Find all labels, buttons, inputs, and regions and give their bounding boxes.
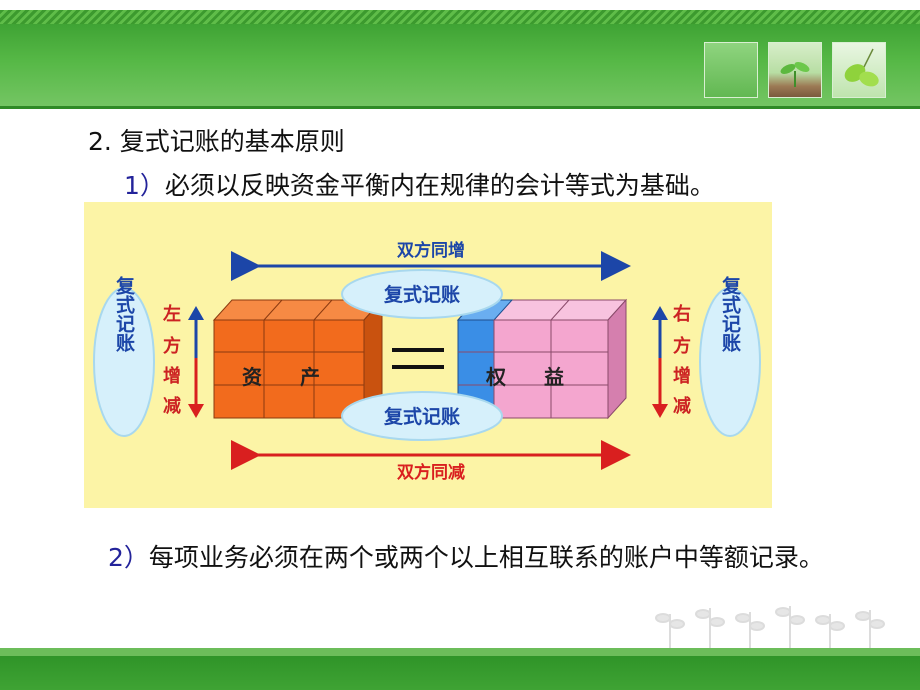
decor-thumbnail-sprout	[768, 42, 822, 98]
right-up-arrowhead	[652, 306, 668, 320]
left-ellipse-label: 复式记账	[113, 275, 136, 353]
bottom-arrow-label: 双方同减	[397, 462, 465, 483]
footer-stripe	[0, 648, 920, 656]
right-side-char-2: 方	[673, 335, 691, 357]
header-band	[0, 24, 920, 106]
top-bubble-label: 复式记账	[383, 283, 460, 306]
sprouts-decoration	[655, 606, 885, 648]
bottom-bubble	[341, 391, 503, 441]
right-down-arrowhead	[652, 404, 668, 418]
point-2: 2）每项业务必须在两个或两个以上相互联系的账户中等额记录。	[108, 540, 848, 576]
header-top-margin	[0, 0, 920, 10]
sprout-icon	[780, 62, 810, 87]
equals-bar-bottom	[392, 365, 444, 369]
accounting-diagram: 双方同增 双方同减 复式记账 复式记账 左 方 增 减 右 方 增 减	[84, 202, 772, 508]
left-side-char-2: 方	[163, 335, 181, 357]
top-arrow-label: 双方同增	[397, 240, 465, 261]
assets-label-2: 产	[300, 365, 320, 389]
left-side-char-3: 增	[163, 365, 181, 387]
decor-thumbnail-leaves	[832, 42, 886, 98]
point-1-number: 1）	[124, 171, 165, 200]
header-underline	[0, 106, 920, 109]
right-side-char-4: 减	[673, 395, 691, 417]
right-side-char-3: 增	[673, 365, 691, 387]
left-up-arrowhead	[188, 306, 204, 320]
assets-label-1: 资	[242, 365, 262, 389]
assets-block	[212, 298, 384, 420]
point-2-text: 每项业务必须在两个或两个以上相互联系的账户中等额记录。	[148, 543, 824, 572]
equity-label-1: 权	[485, 365, 507, 389]
diagram-svg: 双方同增 双方同减 复式记账 复式记账 左 方 增 减 右 方 增 减	[93, 240, 761, 483]
equity-label-2: 益	[544, 365, 564, 389]
top-bubble	[341, 269, 503, 319]
point-2-number: 2）	[108, 543, 149, 572]
section-heading: 2. 复式记账的基本原则	[88, 127, 345, 156]
left-ellipse	[93, 287, 155, 437]
decor-thumbnail-green	[704, 42, 758, 98]
left-side-char-4: 减	[163, 395, 181, 417]
point-1-text: 必须以反映资金平衡内在规律的会计等式为基础。	[164, 171, 715, 200]
header-stripe	[0, 10, 920, 24]
leaves-icon	[844, 48, 879, 87]
right-side-char-1: 右	[673, 303, 691, 325]
footer-band	[0, 656, 920, 690]
bottom-bubble-label: 复式记账	[383, 405, 460, 428]
equals-bar-top	[392, 348, 444, 352]
point-1: 1）必须以反映资金平衡内在规律的会计等式为基础。	[124, 166, 715, 202]
equity-block	[456, 298, 628, 420]
left-down-arrowhead	[188, 404, 204, 418]
right-ellipse-label: 复式记账	[719, 275, 742, 353]
left-side-char-1: 左	[163, 303, 181, 325]
right-ellipse	[699, 287, 761, 437]
